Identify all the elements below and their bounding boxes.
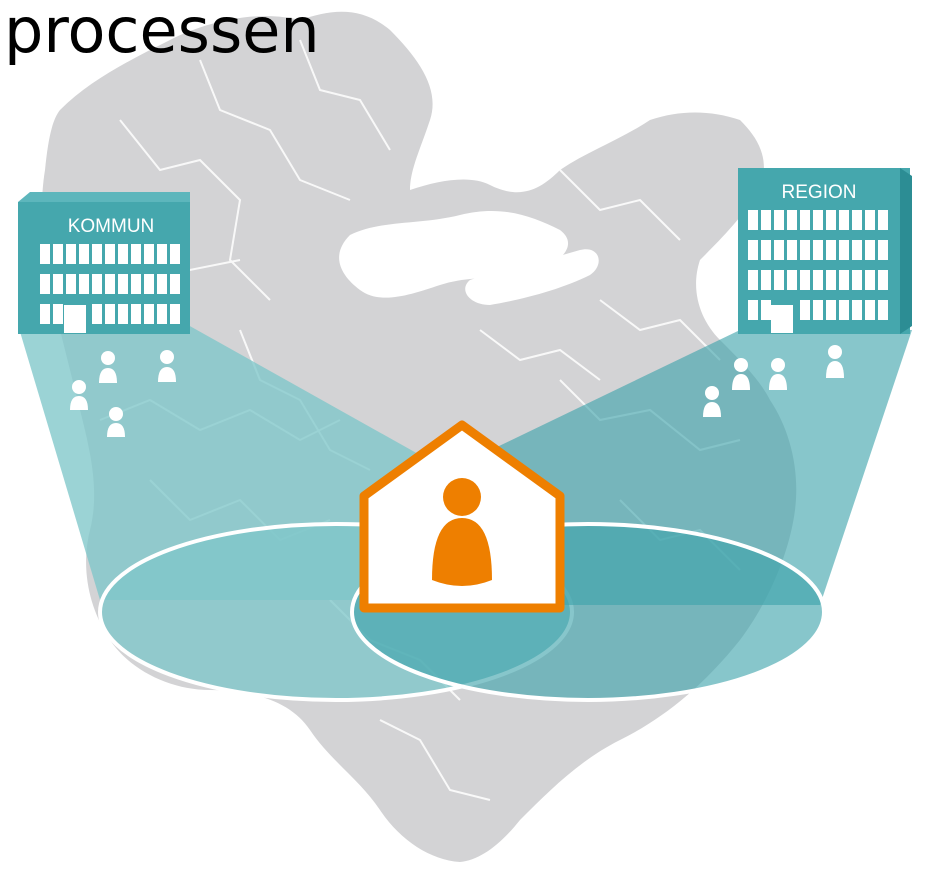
window — [761, 210, 771, 230]
window — [131, 244, 141, 264]
window — [170, 304, 180, 324]
window — [92, 244, 102, 264]
window — [800, 270, 810, 290]
window — [157, 274, 167, 294]
window — [157, 304, 167, 324]
window — [53, 274, 63, 294]
window — [813, 210, 823, 230]
window — [761, 240, 771, 260]
window — [40, 274, 50, 294]
window — [839, 210, 849, 230]
central-house-icon — [359, 420, 565, 613]
window — [865, 270, 875, 290]
window — [79, 274, 89, 294]
window — [66, 274, 76, 294]
window — [826, 210, 836, 230]
window — [813, 300, 823, 320]
window — [839, 300, 849, 320]
window — [761, 300, 771, 320]
citizens-right-icons — [703, 345, 844, 417]
window — [878, 210, 888, 230]
kommun-building-icon: KOMMUN — [18, 192, 190, 334]
window — [774, 270, 784, 290]
person-icon — [158, 350, 176, 382]
window — [800, 300, 810, 320]
person-icon — [732, 358, 750, 390]
region-label: REGION — [782, 182, 857, 203]
person-icon — [432, 478, 492, 586]
window — [774, 210, 784, 230]
window — [865, 240, 875, 260]
person-icon — [99, 351, 117, 383]
window — [800, 240, 810, 260]
window — [144, 274, 154, 294]
window — [813, 240, 823, 260]
kommun-label: KOMMUN — [68, 216, 155, 237]
window — [40, 304, 50, 324]
citizens-left-icons — [70, 350, 176, 437]
person-icon — [703, 386, 721, 417]
person-icon — [826, 345, 844, 378]
window — [839, 270, 849, 290]
window — [839, 240, 849, 260]
window — [852, 210, 862, 230]
window — [865, 300, 875, 320]
window — [748, 270, 758, 290]
window — [787, 210, 797, 230]
window — [144, 244, 154, 264]
window — [787, 240, 797, 260]
window — [826, 300, 836, 320]
window — [105, 244, 115, 264]
person-icon — [70, 380, 88, 410]
window — [774, 240, 784, 260]
window — [865, 210, 875, 230]
person-icon — [769, 358, 787, 390]
window — [53, 304, 63, 324]
window — [66, 244, 76, 264]
page-title: processen — [4, 0, 320, 67]
window — [852, 270, 862, 290]
window — [105, 274, 115, 294]
window — [92, 304, 102, 324]
window — [852, 300, 862, 320]
window — [878, 300, 888, 320]
window — [144, 304, 154, 324]
person-icon — [107, 407, 125, 437]
window — [787, 270, 797, 290]
region-building-icon: REGION — [738, 168, 912, 334]
window — [761, 270, 771, 290]
window — [813, 270, 823, 290]
window — [131, 304, 141, 324]
window — [131, 274, 141, 294]
window — [852, 240, 862, 260]
window — [79, 244, 89, 264]
window — [878, 240, 888, 260]
window — [157, 244, 167, 264]
window — [748, 300, 758, 320]
window — [748, 240, 758, 260]
window — [170, 274, 180, 294]
window — [118, 274, 128, 294]
window — [92, 274, 102, 294]
window — [118, 304, 128, 324]
window — [118, 244, 128, 264]
window — [748, 210, 758, 230]
window — [105, 304, 115, 324]
window — [826, 270, 836, 290]
window — [800, 210, 810, 230]
window — [826, 240, 836, 260]
window — [40, 244, 50, 264]
window — [170, 244, 180, 264]
window — [878, 270, 888, 290]
window — [53, 244, 63, 264]
